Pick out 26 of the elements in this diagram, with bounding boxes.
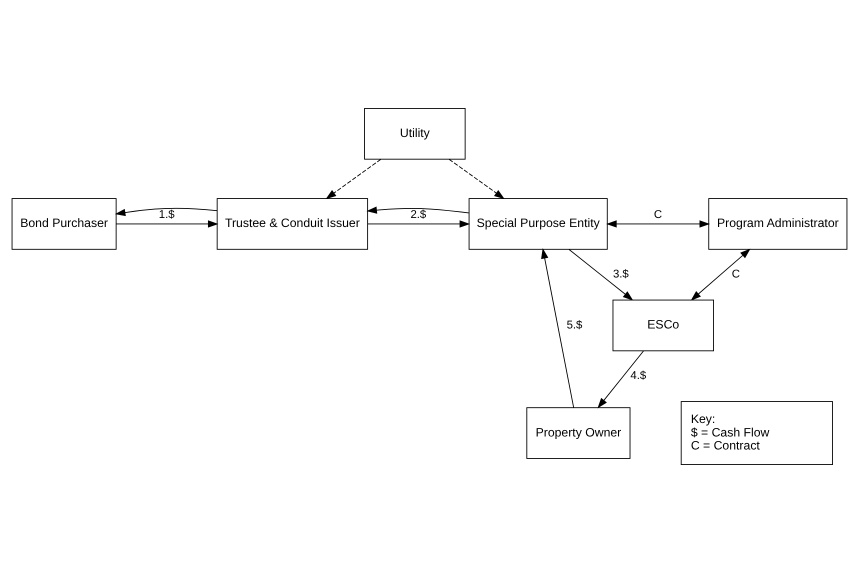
edge-label: 4.$ xyxy=(630,370,646,382)
arrow xyxy=(116,220,218,228)
edge-label: 3.$ xyxy=(612,268,629,281)
node-box: Bond Purchaser xyxy=(12,198,117,250)
edge-label: C xyxy=(654,209,662,222)
arrow xyxy=(690,248,751,301)
arrow xyxy=(568,249,634,301)
arrow xyxy=(597,350,644,408)
edge-label: 2.$ xyxy=(410,209,426,222)
arrow xyxy=(114,208,218,216)
arrow xyxy=(448,158,505,200)
node-box: Utility xyxy=(364,108,466,160)
arrow xyxy=(541,248,574,408)
arrow xyxy=(367,220,470,228)
edge-label: 5.$ xyxy=(566,319,582,332)
node-box: Program Administrator xyxy=(708,198,848,250)
edge-label: C xyxy=(732,268,740,281)
arrow xyxy=(606,220,710,228)
edge-label: 1.$ xyxy=(158,209,175,222)
node-box: Key: $ = Cash Flow C = Contract xyxy=(680,401,833,465)
arrow xyxy=(326,158,382,200)
node-box: Property Owner xyxy=(526,407,630,459)
node-box: ESCo xyxy=(612,300,714,352)
arrow xyxy=(366,206,470,214)
node-box: Trustee & Conduit Issuer xyxy=(216,198,368,250)
node-box: Special Purpose Entity xyxy=(468,198,608,250)
